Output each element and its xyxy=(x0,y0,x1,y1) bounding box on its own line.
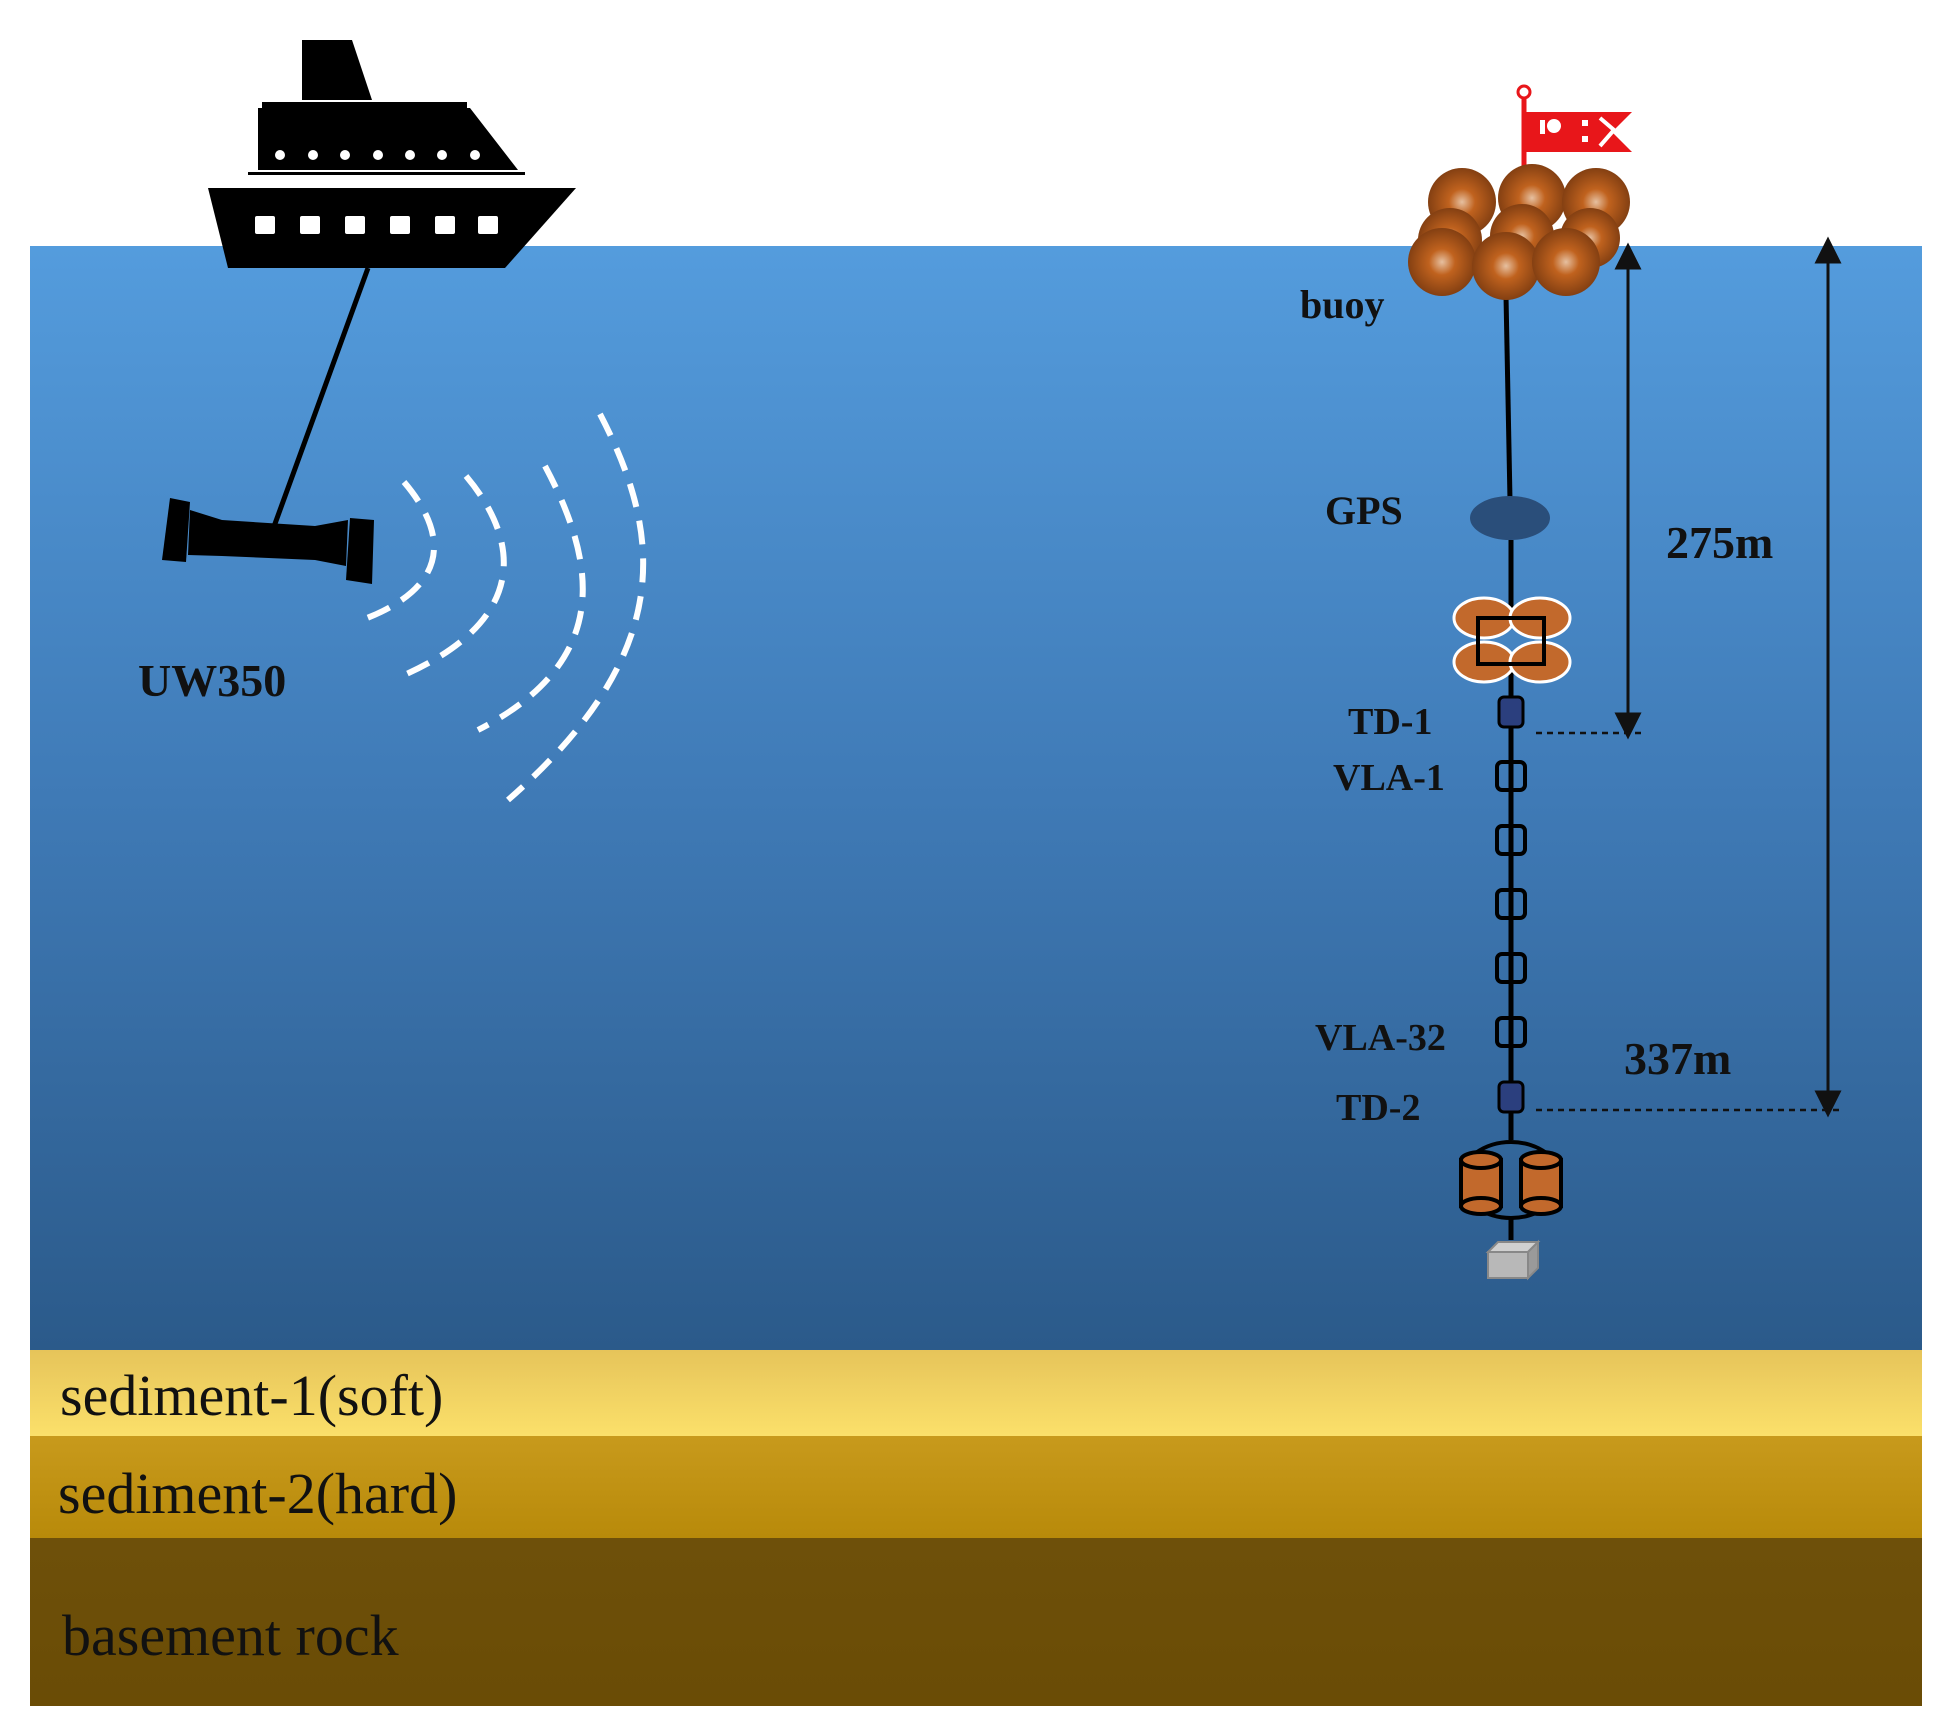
td-1-depth-label: 275m xyxy=(1666,517,1773,568)
td-2-depth-label: 337m xyxy=(1624,1033,1731,1084)
buoy-label: buoy xyxy=(1300,282,1385,327)
subsurface-float-icon xyxy=(1452,596,1572,684)
tow-cable xyxy=(269,267,371,533)
vla-hydrophones xyxy=(1495,760,1527,1048)
vla-hydrophone-icon xyxy=(1495,888,1527,920)
anchor-weight-icon xyxy=(1485,1239,1541,1281)
sediment-1-label: sediment-1(soft) xyxy=(60,1363,443,1428)
ship-icon xyxy=(208,40,576,268)
sediment-2-label: sediment-2(hard) xyxy=(58,1461,457,1526)
vla-hydrophone-32-icon xyxy=(1495,1016,1527,1048)
td-1-label: TD-1 xyxy=(1348,701,1432,743)
uw350-label: UW350 xyxy=(138,655,286,706)
td-2-sensor-icon xyxy=(1497,1080,1525,1114)
release-floats-icon xyxy=(1459,1140,1563,1220)
sediment-2-layer xyxy=(30,1436,1922,1538)
basement-rock-label: basement rock xyxy=(62,1603,399,1668)
sediment-1-layer xyxy=(30,1350,1922,1436)
vla-hydrophone-1-icon xyxy=(1495,760,1527,792)
buoy-icon xyxy=(1408,164,1630,300)
gps-icon xyxy=(1470,496,1550,540)
vla-hydrophone-icon xyxy=(1495,824,1527,856)
vla-hydrophone-icon xyxy=(1495,952,1527,984)
gps-label: GPS xyxy=(1325,488,1403,533)
mooring-line-upper xyxy=(1503,295,1513,501)
basement-rock-layer xyxy=(30,1538,1922,1706)
water-column xyxy=(30,246,1922,1350)
vla-32-label: VLA-32 xyxy=(1315,1017,1446,1059)
uw350-transducer-icon xyxy=(162,498,374,584)
vla-1-label: VLA-1 xyxy=(1333,757,1445,799)
acoustic-waves xyxy=(360,412,647,803)
td-2-label: TD-2 xyxy=(1336,1087,1420,1129)
td-1-sensor-icon xyxy=(1497,695,1525,729)
